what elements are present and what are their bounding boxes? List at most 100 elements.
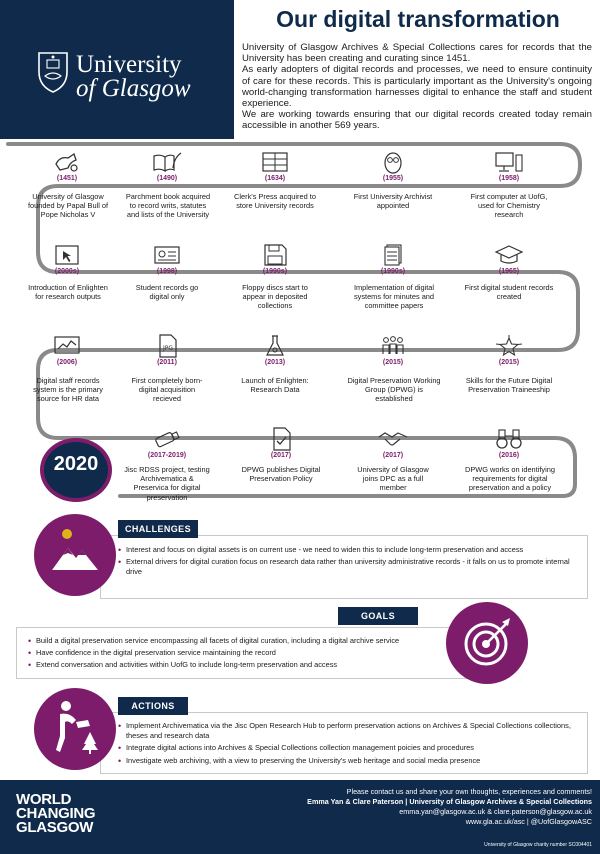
page-title: Our digital transformation <box>276 6 560 32</box>
event-year: (2015) <box>498 359 520 366</box>
computer-icon <box>495 152 523 172</box>
university-crest-icon <box>38 52 68 93</box>
timeline-row-3: (2006) Digital staff records system is t… <box>20 330 590 420</box>
event-text: Clerk's Press acquired to store Universi… <box>234 192 316 211</box>
people-group-icon <box>382 336 404 354</box>
event-year: (1990s) <box>380 268 406 275</box>
intro-paragraph-2: As early adopters of digital records and… <box>242 64 592 110</box>
world-changing-glasgow-logo: WORLD CHANGING GLASGOW <box>16 791 96 836</box>
list-item: Build a digital preservation service enc… <box>28 636 480 646</box>
event-text: First completely born-digital acquisitio… <box>131 376 203 404</box>
footer-contact: Please contact us and share your own tho… <box>200 787 592 827</box>
event-text: Floppy discs start to appear in deposite… <box>242 283 308 311</box>
brand-line: WORLD <box>16 791 72 808</box>
floppy-disk-icon <box>264 244 287 266</box>
challenges-badge <box>34 514 116 596</box>
list-item: Investigate web archiving, with a view t… <box>118 756 580 766</box>
policy-document-icon <box>273 427 291 451</box>
gardener-watering-icon <box>56 701 98 754</box>
list-item: Have confidence in the digital preservat… <box>28 648 480 658</box>
star-network-icon <box>495 335 523 357</box>
list-item: External drivers for digital curation fo… <box>118 557 580 577</box>
svg-text:JPG: JPG <box>162 345 173 352</box>
event-year: (2015) <box>382 359 404 366</box>
intro-paragraph-3: We are working towards ensuring that our… <box>242 109 592 132</box>
list-item: Interest and focus on digital assets is … <box>118 545 580 555</box>
binoculars-icon <box>496 429 522 449</box>
jpg-file-icon: JPG <box>159 334 177 358</box>
event-year: (1634) <box>264 175 286 182</box>
event-year: (1958) <box>498 175 520 182</box>
timeline-row-2: (2000s) Introduction of Enlighten for re… <box>20 243 590 333</box>
flask-icon <box>266 335 284 356</box>
footer-charity: University of Glasgow charity number SC0… <box>484 842 592 848</box>
footer-authors: Emma Yan & Clare Paterson | University o… <box>307 797 592 806</box>
event-text: Launch of Enlighten: Research Data <box>241 376 309 395</box>
event-text: DPWG publishes Digital Preservation Poli… <box>241 465 321 484</box>
event-year: (1998) <box>156 268 178 275</box>
event-text: University of Glasgow founded by Papal B… <box>27 192 109 220</box>
actions-badge <box>34 688 116 770</box>
list-item: Implement Archivematica via the Jisc Ope… <box>118 721 580 741</box>
event-text: DPWG works on identifying requirements f… <box>465 465 555 493</box>
event-text: University of Glasgow joins DPC as a ful… <box>357 465 429 493</box>
logo-wordmark-line1: University <box>76 51 182 78</box>
usb-stick-icon <box>155 431 180 448</box>
event-year: (1990s) <box>262 268 288 275</box>
year-2020-label: 2020 <box>53 453 99 475</box>
event-year: (1955) <box>382 175 404 182</box>
footer-web-social[interactable]: www.gla.ac.uk/asc | @UofGlasgowASC <box>465 817 592 826</box>
goals-label: GOALS <box>338 607 418 625</box>
challenges-list: Interest and focus on digital assets is … <box>118 545 580 580</box>
papal-bull-icon <box>55 152 78 172</box>
footer-emails[interactable]: emma.yan@glasgow.ac.uk & clare.paterson@… <box>399 807 592 816</box>
event-text: First computer at UofG, used for Chemist… <box>470 192 548 220</box>
event-year: (2017-2019) <box>147 452 187 459</box>
year-2020-badge <box>40 438 112 502</box>
event-text: Digital Preservation Working Group (DPWG… <box>347 376 441 404</box>
brand-line: GLASGOW <box>16 819 94 836</box>
event-year: (2017) <box>382 452 404 459</box>
goals-list: Build a digital preservation service enc… <box>28 636 480 673</box>
mountain-sun-icon <box>52 529 98 570</box>
target-arrow-icon <box>464 618 510 666</box>
list-item: Extend conversation and activities withi… <box>28 660 480 670</box>
book-quill-icon <box>153 152 182 173</box>
event-text: Student records go digital only <box>135 283 199 302</box>
event-text: Jisc RDSS project, testing Archivematica… <box>124 465 210 502</box>
intro-text: University of Glasgow Archives & Special… <box>242 42 592 132</box>
logo-wordmark-line2: of Glasgow <box>76 75 191 102</box>
event-text: Introduction of Enlighten for research o… <box>28 283 108 302</box>
timeline-row-4: (2017-2019) Jisc RDSS project, testing A… <box>20 415 590 515</box>
actions-label: ACTIONS <box>118 697 188 715</box>
owl-icon <box>384 152 402 174</box>
graduation-cap-icon <box>494 245 524 264</box>
footer-invite: Please contact us and share your own tho… <box>346 787 592 796</box>
press-cabinet-icon <box>262 152 288 172</box>
intro-paragraph-1: University of Glasgow Archives & Special… <box>242 42 592 65</box>
event-year: (1965) <box>498 268 520 275</box>
event-text: First digital student records created <box>464 283 554 302</box>
event-year: (2011) <box>157 359 177 366</box>
event-text: Skills for the Future Digital Preservati… <box>465 376 553 395</box>
event-year: (2016) <box>498 452 520 459</box>
event-year: (2000s) <box>54 268 80 275</box>
event-text: Parchment book acquired to record writs,… <box>125 192 211 220</box>
handshake-icon <box>378 432 408 446</box>
event-text: Digital staff records system is the prim… <box>33 376 103 404</box>
event-year: (2006) <box>56 359 78 366</box>
chart-monitor-icon <box>54 336 80 354</box>
cursor-window-icon <box>55 245 79 265</box>
event-year: (1490) <box>156 175 178 182</box>
actions-list: Implement Archivematica via the Jisc Ope… <box>118 721 580 768</box>
challenges-label: CHALLENGES <box>118 520 198 538</box>
event-year: (1451) <box>56 175 78 182</box>
brand-line: CHANGING <box>16 805 96 822</box>
document-stack-icon <box>384 244 402 266</box>
timeline-row-1: (1451) University of Glasgow founded by … <box>20 150 590 240</box>
event-text: First University Archivist appointed <box>353 192 433 211</box>
id-card-icon <box>154 246 180 264</box>
event-text: Implementation of digital systems for mi… <box>353 283 435 311</box>
event-year: (2013) <box>264 359 286 366</box>
